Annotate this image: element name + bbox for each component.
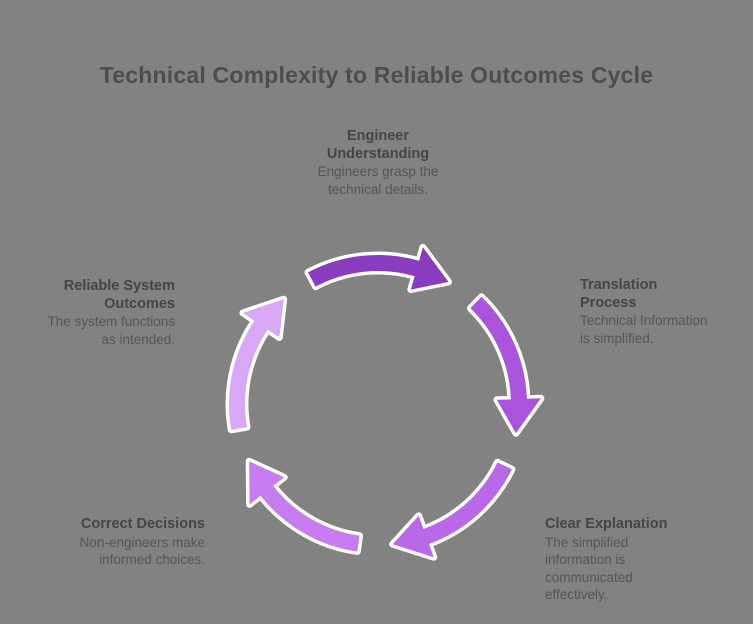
node-title-line: Reliable System — [63, 278, 175, 294]
node-translation-process: Translation Process Technical Informatio… — [580, 277, 750, 347]
right-arc — [470, 296, 541, 434]
node-title-line: Translation — [580, 277, 658, 293]
top-left-arc — [229, 299, 284, 430]
node-body-line: is simplified. — [580, 330, 654, 346]
node-reliable-system-outcomes: Reliable System Outcomes The system func… — [25, 278, 175, 348]
node-body-line: informed choices. — [99, 552, 205, 567]
node-body-line: communicated — [545, 569, 633, 585]
node-body-line: effectively. — [545, 587, 608, 602]
bottom-arc — [392, 462, 512, 558]
diagram-title: Technical Complexity to Reliable Outcome… — [99, 62, 654, 88]
node-body-line: Non-engineers make — [79, 534, 205, 550]
node-title-line: Clear Explanation — [545, 516, 668, 532]
node-body-line: as intended. — [101, 331, 175, 347]
top-arc — [308, 247, 449, 290]
bottom-left-arc — [249, 461, 360, 552]
node-body-line: Technical Information — [580, 313, 708, 328]
node-title-line: Engineer — [346, 128, 410, 144]
node-correct-decisions: Correct Decisions Non-engineers make inf… — [55, 516, 205, 569]
node-title-line: Outcomes — [104, 295, 175, 312]
node-body-line: The system functions — [47, 314, 175, 329]
node-clear-explanation: Clear Explanation The simplified informa… — [545, 516, 725, 604]
node-title-line: Understanding — [326, 145, 430, 162]
node-body-line: The simplified — [545, 534, 629, 550]
node-body-line: Engineers grasp the — [317, 164, 439, 179]
node-body-line: technical details. — [328, 181, 428, 197]
node-title-line: Correct Decisions — [80, 516, 205, 532]
node-title-line: Process — [580, 294, 637, 311]
node-engineer-understanding: Engineer Understanding Engineers grasp t… — [288, 128, 468, 198]
node-body-line: information is — [545, 552, 626, 567]
